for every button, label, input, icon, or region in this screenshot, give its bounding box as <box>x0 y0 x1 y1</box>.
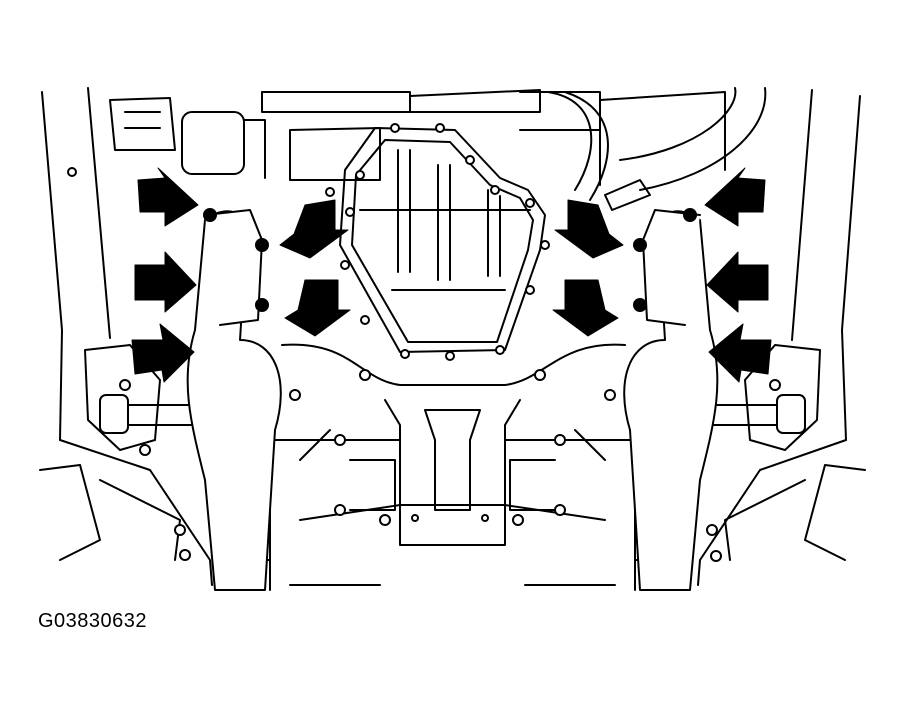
arrow-icon <box>708 323 772 383</box>
arrow-icon <box>284 279 351 337</box>
figure-code: G03830632 <box>38 610 148 632</box>
arrow-icon <box>131 323 195 383</box>
arrow-icon <box>552 279 619 337</box>
upper-engine-components <box>109 87 767 211</box>
arrow-icons-right <box>552 167 772 383</box>
arrow-icons-left <box>131 167 351 383</box>
arrow-icon <box>704 167 766 227</box>
suspension-left <box>39 344 196 561</box>
exhaust-manifold-left <box>186 209 282 591</box>
arrow-icon <box>134 251 197 313</box>
arrow-icon <box>137 167 199 227</box>
crossmember <box>219 343 691 591</box>
oil-pan <box>339 127 546 353</box>
arrow-icon <box>554 199 624 259</box>
misc-bolts <box>67 167 781 562</box>
oil-pan-bolts <box>340 123 550 361</box>
arrow-icon <box>279 199 349 259</box>
arrow-icon <box>706 251 769 313</box>
frame-rails <box>41 87 861 586</box>
suspension-right <box>709 344 866 561</box>
exhaust-manifold-right <box>623 209 719 591</box>
